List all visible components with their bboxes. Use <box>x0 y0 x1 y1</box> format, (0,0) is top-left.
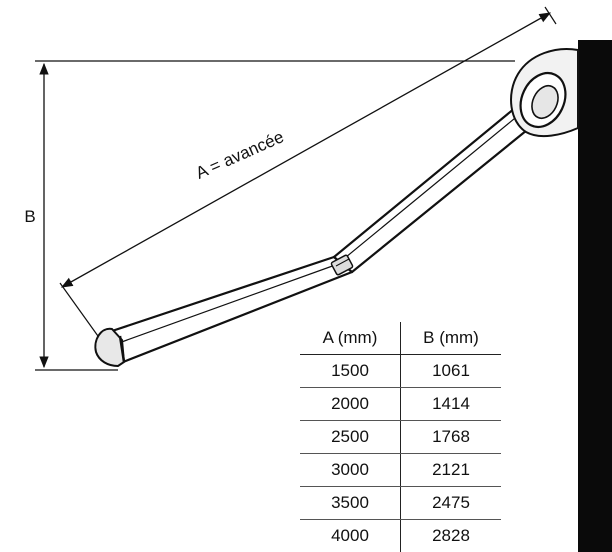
table-row: 3000 2121 <box>300 453 501 487</box>
cell-b: 1768 <box>400 420 501 454</box>
cell-a: 3000 <box>300 453 401 487</box>
table-row: 3500 2475 <box>300 486 501 520</box>
cell-a: 3500 <box>300 486 401 520</box>
column-header-b: B (mm) <box>400 322 501 355</box>
arm-upper-inner-line <box>339 113 521 263</box>
cell-a: 2500 <box>300 420 401 454</box>
cell-b: 1414 <box>400 387 501 421</box>
dimension-b-label: B <box>24 207 35 226</box>
table-row: 4000 2828 <box>300 519 501 552</box>
table-header-row: A (mm) B (mm) <box>300 322 501 355</box>
cell-a: 1500 <box>300 354 401 388</box>
cell-b: 1061 <box>400 354 501 388</box>
cell-b: 2121 <box>400 453 501 487</box>
elbow-joint-detail <box>335 258 350 267</box>
arm-lower-inner-line <box>115 263 339 345</box>
cell-a: 2000 <box>300 387 401 421</box>
cell-a: 4000 <box>300 519 401 552</box>
cell-b: 2828 <box>432 526 470 545</box>
shoulder-joint-inner <box>531 84 559 120</box>
table-row: 2500 1768 <box>300 420 501 454</box>
wall <box>578 40 612 552</box>
dimension-a-label: A = avancée <box>193 127 287 183</box>
dimension-table: A (mm) B (mm) 1500 1061 2000 1414 2500 1… <box>300 322 501 552</box>
table-row: 2000 1414 <box>300 387 501 421</box>
arm-upper-segment <box>332 106 534 274</box>
column-header-a: A (mm) <box>300 322 401 355</box>
table-row: 1500 1061 <box>300 354 501 388</box>
cell-b: 2475 <box>400 486 501 520</box>
front-profile-cap <box>94 327 126 368</box>
front-profile-edge <box>118 335 126 363</box>
dimension-a-arrow <box>60 12 552 288</box>
